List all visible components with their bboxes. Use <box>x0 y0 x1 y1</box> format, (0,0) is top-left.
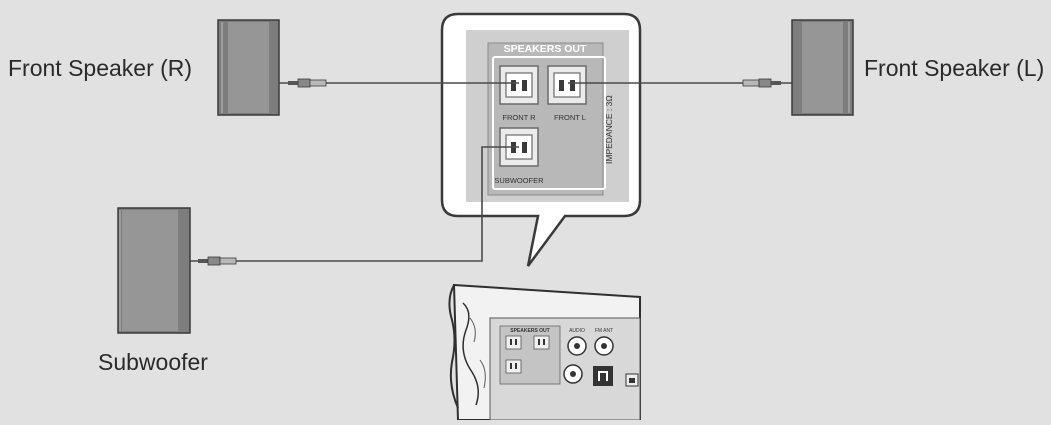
front-r-label: FRONT R <box>502 113 536 122</box>
panel-title: SPEAKERS OUT <box>504 43 587 55</box>
cable-plugs <box>198 78 781 266</box>
impedance-label: IMPEDANCE : 3Ω <box>604 95 614 164</box>
subwoofer-label: Subwoofer <box>98 349 208 375</box>
front-l-label: FRONT L <box>554 113 586 122</box>
rear-speakers-out-label: SPEAKERS OUT <box>510 328 549 334</box>
subwoofer-speaker <box>117 207 191 334</box>
front-speaker-l <box>791 19 854 116</box>
subwoofer-terminal-label: SUBWOOFER <box>494 176 544 185</box>
rear-fm-ant-label: FM ANT <box>595 328 613 334</box>
main-unit-rear: SPEAKERS OUT AUDIO FM ANT <box>448 283 641 421</box>
front-r-terminal <box>499 65 539 105</box>
front-l-terminal <box>547 65 587 105</box>
front-speaker-r <box>217 19 280 116</box>
front-speaker-l-label: Front Speaker (L) <box>864 55 1045 81</box>
front-speaker-r-label: Front Speaker (R) <box>8 55 193 81</box>
speakers-out-panel: SPEAKERS OUT FRONT R FRONT L SUBWOOFER I… <box>487 42 614 196</box>
rear-audio-label: AUDIO <box>569 328 585 334</box>
